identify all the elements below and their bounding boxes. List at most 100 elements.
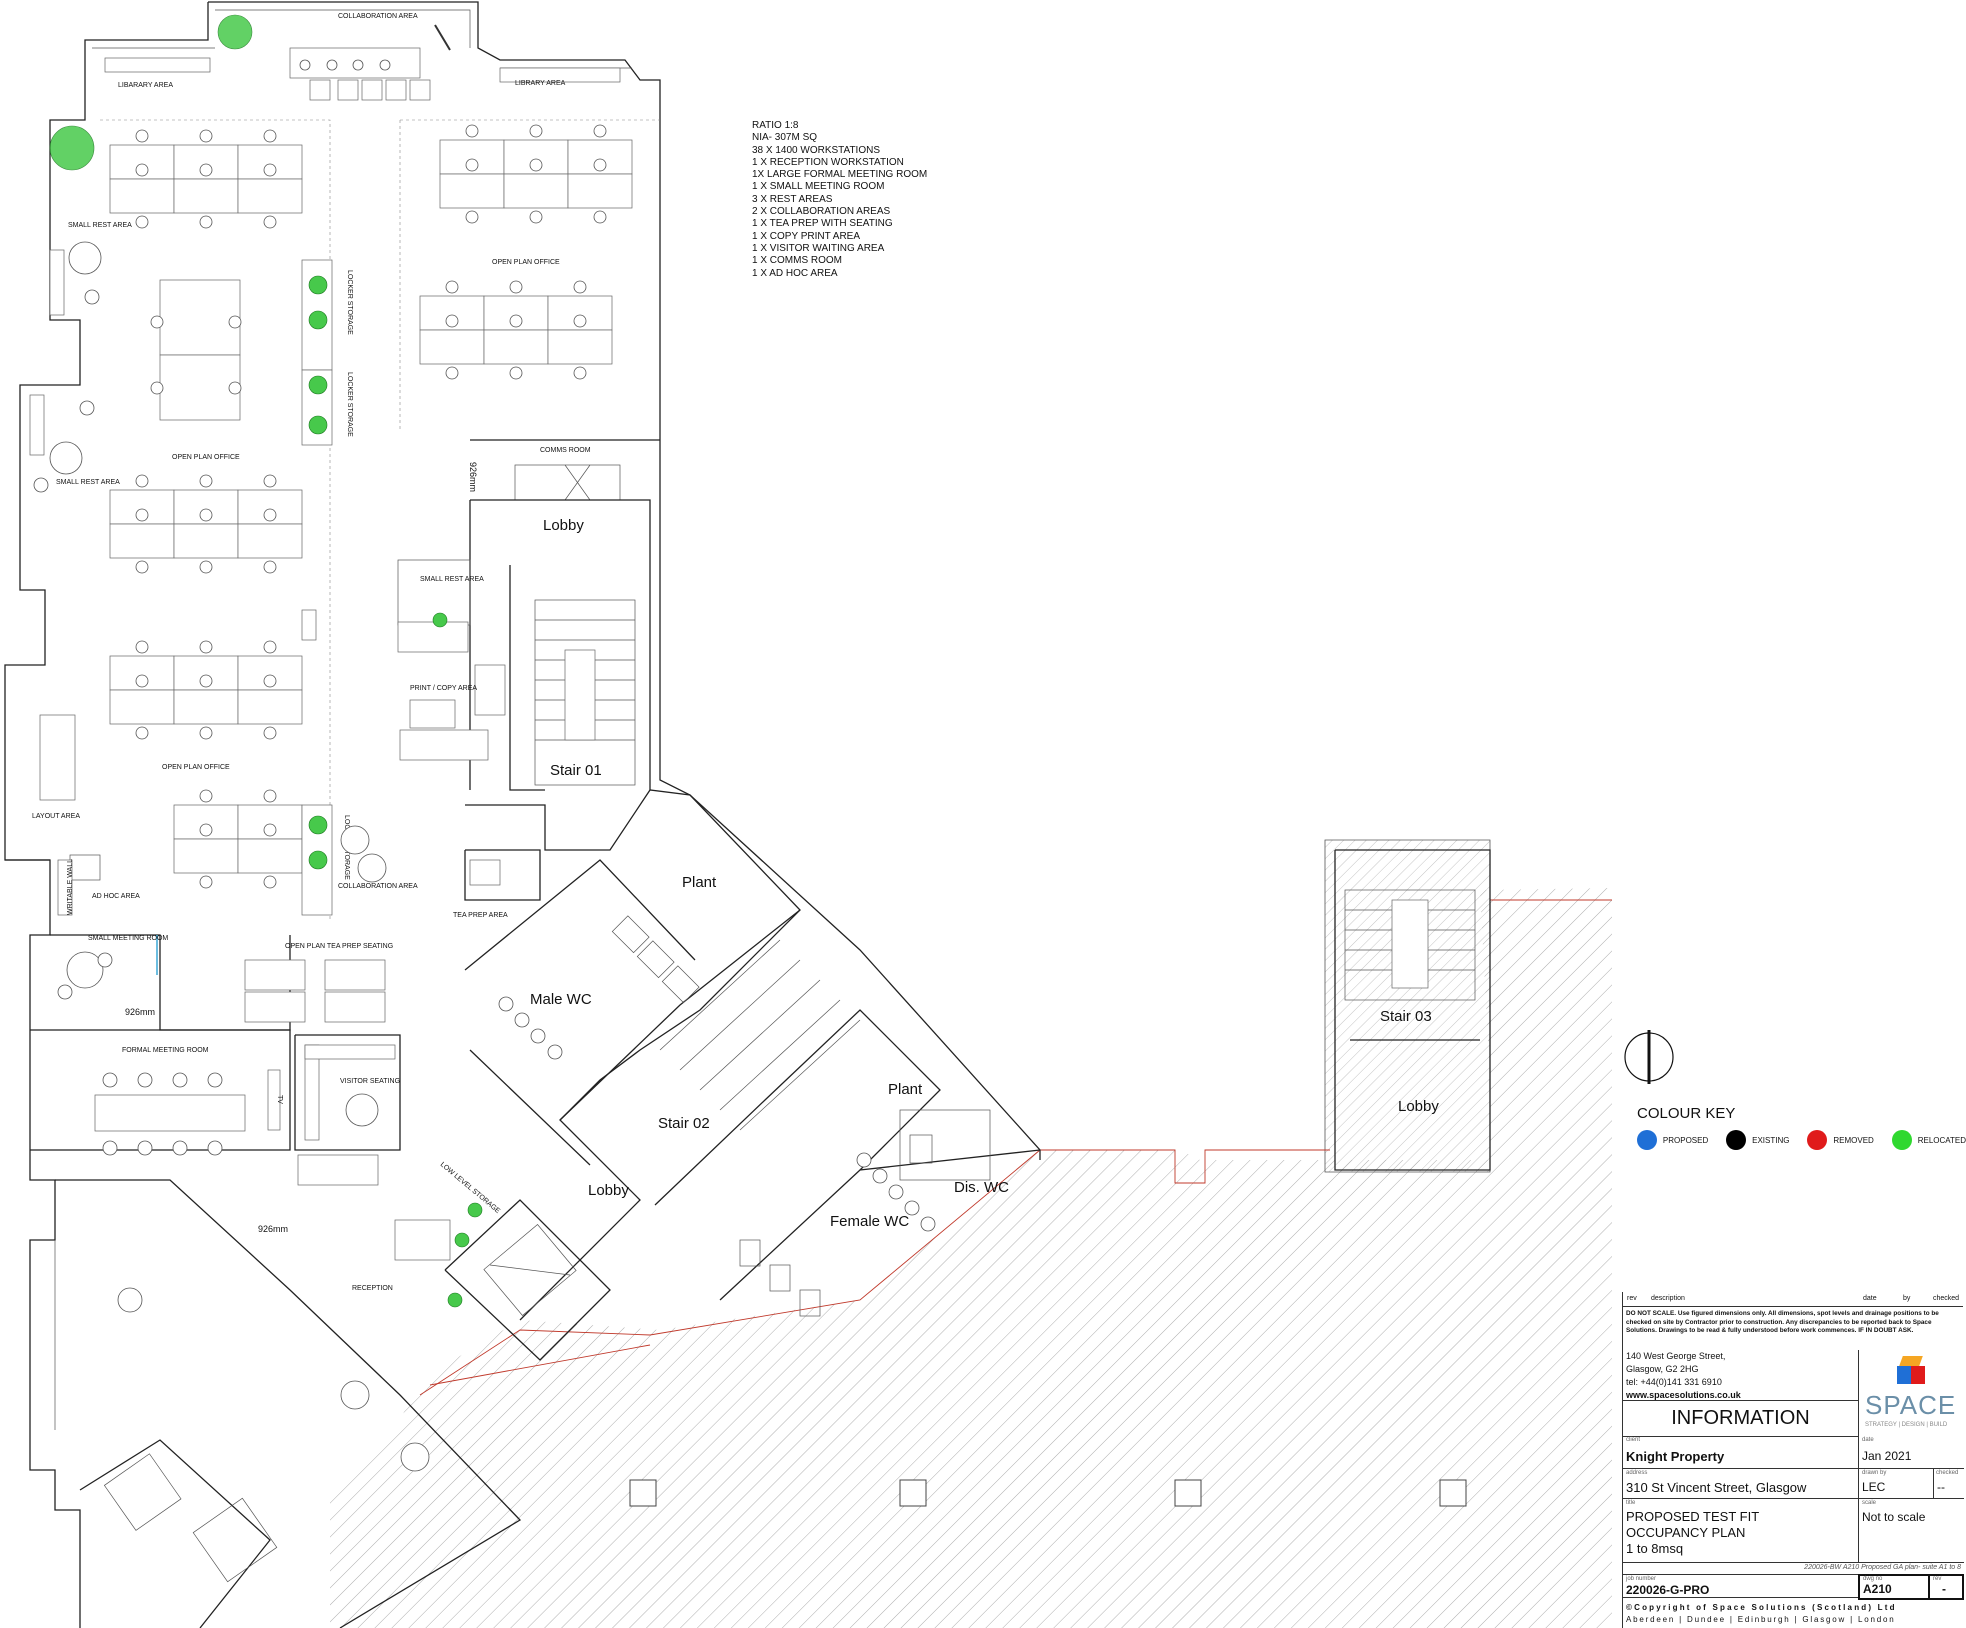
summary-line: 1X LARGE FORMAL MEETING ROOM (752, 169, 928, 181)
title-block: rev description date by checked DO NOT S… (1622, 1292, 1964, 1628)
revision-header: rev description date by checked (1623, 1292, 1963, 1307)
existing-swatch (1726, 1130, 1747, 1150)
small-meeting-label: SMALL MEETING ROOM (88, 935, 168, 942)
dis-wc-label: Dis. WC (954, 1179, 1009, 1196)
workstations-right: OPEN PLAN OFFICE (419, 124, 633, 380)
tv-label: TV (276, 1095, 283, 1104)
logo: SPACE STRATEGY | DESIGN | BUILD (1858, 1350, 1963, 1435)
lobby-1-label: Lobby (543, 517, 584, 534)
title-cell: title PROPOSED TEST FIT OCCUPANCY PLAN 1… (1623, 1498, 1858, 1563)
address-cell: address 310 St Vincent Street, Glasgow (1623, 1468, 1858, 1499)
collab-top-label: COLLABORATION AREA (338, 13, 418, 20)
workstations-left: OPEN PLAN OFFICE OPEN PLAN OFFICE (109, 129, 303, 889)
print-copy-label: PRINT / COPY AREA (410, 685, 477, 692)
male-wc-label: Male WC (530, 991, 592, 1008)
offices: Aberdeen | Dundee | Edinburgh | Glasgow … (1626, 1615, 1896, 1624)
building-walls (4, 1, 1041, 1628)
relocated-label: RELOCATED (1917, 1135, 1966, 1145)
proposed-swatch (1637, 1130, 1657, 1150)
south-west-wing (54, 1179, 522, 1628)
checked-cell: checked -- (1933, 1468, 1964, 1499)
male-wc-basins (498, 996, 563, 1060)
lobby-2-label: Lobby (588, 1182, 629, 1199)
summary-line: 38 X 1400 WORKSTATIONS (752, 144, 881, 156)
lobby-3-label: Lobby (1398, 1098, 1439, 1115)
summary-line: 1 X SMALL MEETING ROOM (752, 181, 885, 193)
collab-2-label: COLLABORATION AREA (338, 883, 418, 890)
drawn-cell: drawn by LEC (1858, 1468, 1934, 1499)
small-rest-1-label: SMALL REST AREA (68, 222, 132, 229)
dim-3-label: 926mm (258, 1224, 288, 1234)
rest-areas-left: SMALL REST AREA SMALL REST AREA (29, 222, 132, 493)
hatched-external-area (330, 839, 1612, 1628)
cubicles-male (611, 915, 700, 1004)
summary-line: 1 X VISITOR WAITING AREA (752, 242, 885, 254)
summary-line: 1 X COPY PRINT AREA (752, 230, 861, 242)
date-cell: date Jan 2021 (1858, 1435, 1964, 1469)
summary-line: 1 X TEA PREP WITH SEATING (752, 218, 893, 230)
rev-cell: rev - (1928, 1574, 1964, 1600)
comms-label: COMMS ROOM (540, 447, 591, 454)
female-wc-label: Female WC (830, 1213, 909, 1230)
client-cell: client Knight Property (1623, 1435, 1858, 1469)
file-ref: 220026-BW A210 Proposed GA plan- suite A… (1804, 1564, 1961, 1571)
summary-line: NIA- 307M SQ (752, 132, 818, 144)
colour-key-title: COLOUR KEY (1637, 1105, 1736, 1122)
proposed-label: PROPOSED (1662, 1135, 1709, 1145)
summary-line: 2 X COLLABORATION AREAS (752, 206, 891, 218)
summary-line: 1 X RECEPTION WORKSTATION (752, 156, 904, 168)
locker-1-label: LOCKER STORAGE (346, 270, 353, 335)
core-north: COMMS ROOM 926mm Lobby Stair 01 (468, 439, 660, 791)
status-bar: INFORMATION (1623, 1400, 1858, 1437)
disclaimer: DO NOT SCALE. Use figured dimensions onl… (1626, 1310, 1939, 1334)
summary-list: RATIO 1:8 NIA- 307M SQ 38 X 1400 WORKSTA… (752, 120, 992, 280)
layout-area-label: LAYOUT AREA (32, 813, 80, 820)
library-right-label: LIBRARY AREA (515, 80, 566, 87)
reception-label: RECEPTION (352, 1285, 393, 1292)
small-rest-2-label: SMALL REST AREA (56, 479, 120, 486)
copyright: ©Copyright of Space Solutions (Scotland)… (1626, 1603, 1897, 1612)
small-rest-3-label: SMALL REST AREA (420, 576, 484, 583)
layout-adhoc-area: LAYOUT AREA WRITABLE WALL AD HOC AREA CO… (32, 714, 418, 916)
plant-2-label: Plant (888, 1081, 923, 1098)
collaboration-area-top: COLLABORATION AREA LIBARARY AREA LIBRARY… (49, 13, 621, 171)
dim-1-label: 926mm (468, 462, 478, 492)
formal-meeting-label: FORMAL MEETING ROOM (122, 1047, 209, 1054)
visitor-seating-label: VISITOR SEATING (340, 1078, 400, 1085)
summary-line: 1 X COMMS ROOM (752, 255, 843, 267)
summary-line: 3 X REST AREAS (752, 193, 833, 205)
tea-seating-label: OPEN PLAN TEA PREP SEATING (285, 943, 393, 950)
rest-print-area: SMALL REST AREA PRINT / COPY AREA (397, 559, 506, 761)
tea-prep-label: TEA PREP AREA (453, 912, 508, 919)
open-plan-1-label: OPEN PLAN OFFICE (172, 454, 240, 461)
relocated-swatch (1891, 1130, 1912, 1150)
library-left-label: LIBARARY AREA (118, 82, 173, 89)
meeting-tea-area: SMALL MEETING ROOM OPEN PLAN TEA PREP SE… (50, 934, 393, 1031)
locker-storage: LOCKER STORAGE LOCKER STORAGE LOCKER STO… (301, 259, 353, 916)
open-plan-2-label: OPEN PLAN OFFICE (492, 259, 560, 266)
job-cell: job number 220026-G-PRO (1623, 1574, 1858, 1598)
removed-swatch (1807, 1130, 1828, 1150)
logo-cube-icon (1897, 1356, 1925, 1384)
locker-2-label: LOCKER STORAGE (346, 372, 353, 437)
north-arrow (1624, 1030, 1674, 1084)
ad-hoc-label: AD HOC AREA (92, 893, 140, 900)
core-east: Stair 03 Lobby (1334, 849, 1491, 1171)
company-address: 140 West George Street, Glasgow, G2 2HG … (1626, 1351, 1741, 1400)
existing-label: EXISTING (1752, 1135, 1790, 1145)
summary-line: RATIO 1:8 (752, 120, 799, 131)
female-wc-basins (856, 1152, 936, 1232)
plant-1-label: Plant (682, 874, 717, 891)
stair-03-label: Stair 03 (1380, 1008, 1432, 1025)
summary-line: 1 X AD HOC AREA (752, 267, 838, 279)
stair-02-flights (659, 939, 861, 1131)
wc-core: Plant Male WC Stair 02 Lobby Plant Dis. … (464, 789, 1041, 1321)
dim-2-label: 926mm (125, 1007, 155, 1017)
stair-01-label: Stair 01 (550, 762, 602, 779)
colour-key: COLOUR KEY PROPOSED EXISTING REMOVED REL… (1637, 1105, 1966, 1150)
dwg-cell: dwg no A210 (1858, 1574, 1930, 1600)
open-plan-3-label: OPEN PLAN OFFICE (162, 764, 230, 771)
writable-wall-label: WRITABLE WALL (67, 859, 74, 915)
formal-meeting-visitor: FORMAL MEETING ROOM VISITOR SEATING TV (30, 1029, 401, 1186)
